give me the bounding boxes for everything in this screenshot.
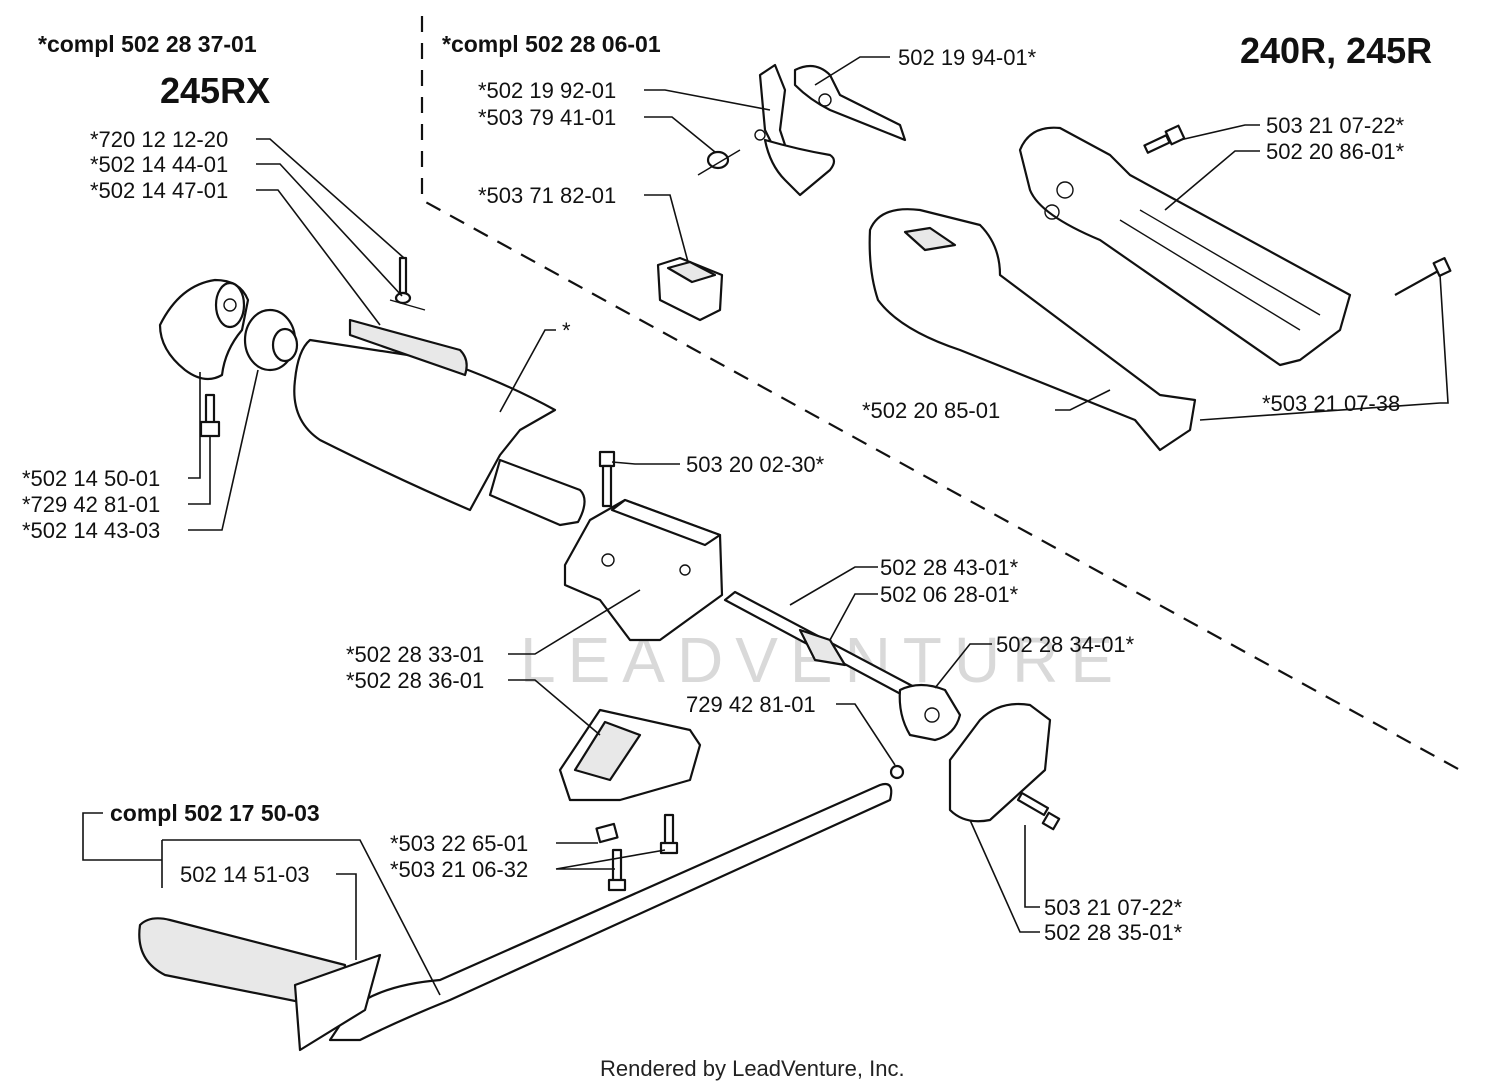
small-spring bbox=[697, 149, 741, 176]
loop-handle bbox=[138, 782, 893, 1052]
shaft-clamp bbox=[898, 683, 962, 742]
leader-p04 bbox=[188, 372, 201, 479]
part-label: 502 19 94-01* bbox=[898, 45, 1037, 70]
nut-square bbox=[595, 822, 619, 844]
leader-p15 bbox=[1199, 274, 1449, 421]
leader-p26 bbox=[1024, 825, 1040, 908]
section-divider bbox=[420, 16, 1461, 771]
part-label: 502 28 43-01* bbox=[880, 555, 1019, 580]
leader-p20 bbox=[508, 589, 641, 655]
part-label: *502 19 92-01 bbox=[478, 78, 616, 103]
part-label: 503 21 07-22* bbox=[1044, 895, 1183, 920]
throttle-trigger bbox=[348, 318, 468, 377]
leader-p10 bbox=[644, 116, 716, 153]
part-label: *503 22 65-01 bbox=[390, 831, 528, 856]
part-label: 502 28 34-01* bbox=[996, 632, 1135, 657]
leader-p16 bbox=[611, 461, 680, 465]
leader-p18 bbox=[829, 593, 878, 641]
group-label-g1: *compl 502 28 37-01 bbox=[38, 31, 257, 57]
part-label: * bbox=[562, 318, 571, 343]
screw-long bbox=[1394, 257, 1452, 296]
group-label-g2: *compl 502 28 06-01 bbox=[442, 31, 661, 57]
part-label: *729 42 81-01 bbox=[22, 492, 160, 517]
knob-ring bbox=[243, 308, 299, 372]
leader-p25 bbox=[336, 873, 357, 960]
part-label: *502 14 47-01 bbox=[90, 178, 228, 203]
footer-credit: Rendered by LeadVenture, Inc. bbox=[600, 1056, 905, 1081]
part-label: *503 71 82-01 bbox=[478, 183, 616, 208]
leader-p17 bbox=[789, 566, 878, 606]
part-label: *502 14 44-01 bbox=[90, 152, 228, 177]
leader-p11 bbox=[644, 194, 689, 263]
part-label: 502 14 51-03 bbox=[180, 862, 310, 887]
screw-top bbox=[1143, 124, 1186, 154]
group-label-g3: compl 502 17 50-03 bbox=[110, 800, 320, 826]
leader-p03 bbox=[256, 189, 381, 326]
part-label: 729 42 81-01 bbox=[686, 692, 816, 717]
screw-tiny bbox=[889, 764, 905, 780]
model-label-left: 245RX bbox=[160, 70, 270, 111]
part-label: *502 14 50-01 bbox=[22, 466, 160, 491]
stop-switch bbox=[656, 256, 724, 322]
leader-p09 bbox=[644, 89, 771, 111]
leader-p19 bbox=[934, 643, 992, 689]
part-label: 502 28 35-01* bbox=[1044, 920, 1183, 945]
handle-half-rear bbox=[1018, 126, 1352, 367]
part-label: *502 28 36-01 bbox=[346, 668, 484, 693]
bolt-vertical bbox=[598, 450, 616, 508]
pin-spring bbox=[389, 256, 426, 311]
leader-p27 bbox=[969, 819, 1040, 933]
end-cap bbox=[158, 278, 250, 381]
throttle-lever-assembly bbox=[754, 63, 907, 197]
part-label: *502 14 43-03 bbox=[22, 518, 160, 543]
leader-p06 bbox=[188, 369, 259, 531]
handle-bracket bbox=[563, 498, 724, 642]
part-label: *503 21 07-38 bbox=[1262, 391, 1400, 416]
bolt-bottom bbox=[607, 813, 679, 892]
leader-p13 bbox=[1164, 150, 1260, 211]
part-label: 502 06 28-01* bbox=[880, 582, 1019, 607]
part-label: 503 20 02-30* bbox=[686, 452, 825, 477]
clamp-cover bbox=[948, 702, 1052, 823]
part-label: 502 20 86-01* bbox=[1266, 139, 1405, 164]
leader-p12 bbox=[1179, 124, 1260, 141]
model-label-right: 240R, 245R bbox=[1240, 30, 1432, 71]
leader-p07 bbox=[499, 329, 556, 413]
part-label: *502 28 33-01 bbox=[346, 642, 484, 667]
leader-p21 bbox=[508, 679, 601, 736]
bracket-base bbox=[558, 708, 702, 802]
leader-p22 bbox=[836, 703, 896, 766]
leader-p02 bbox=[256, 163, 403, 297]
bracket-group-g3 bbox=[82, 812, 162, 861]
handle-half-front bbox=[868, 208, 1197, 452]
leader-p05 bbox=[188, 436, 211, 505]
leader-g3 bbox=[161, 839, 441, 996]
throttle-handle-body bbox=[293, 338, 586, 527]
leader-p08 bbox=[814, 56, 890, 86]
leader-p01 bbox=[256, 138, 405, 259]
part-label: 503 21 07-22* bbox=[1266, 113, 1405, 138]
leader-p24 bbox=[555, 849, 666, 870]
part-label: *503 79 41-01 bbox=[478, 105, 616, 130]
leader-p14 bbox=[1055, 389, 1111, 411]
screw-small bbox=[199, 393, 221, 438]
part-label: *720 12 12-20 bbox=[90, 127, 228, 152]
part-label: *503 21 06-32 bbox=[390, 857, 528, 882]
screw-side bbox=[1016, 791, 1061, 831]
part-label: *502 20 85-01 bbox=[862, 398, 1000, 423]
